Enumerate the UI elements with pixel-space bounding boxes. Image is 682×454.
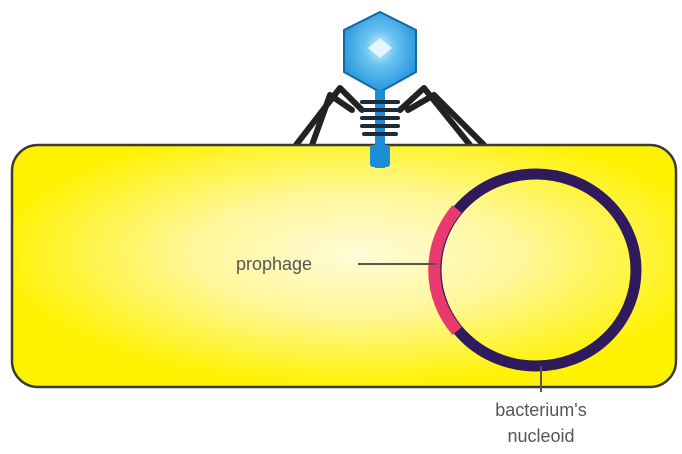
nucleoid-label-line2: nucleoid [507,426,574,446]
phage-head [344,12,416,92]
nucleoid-label-line1: bacterium's [495,400,586,420]
prophage-label: prophage [236,254,312,274]
